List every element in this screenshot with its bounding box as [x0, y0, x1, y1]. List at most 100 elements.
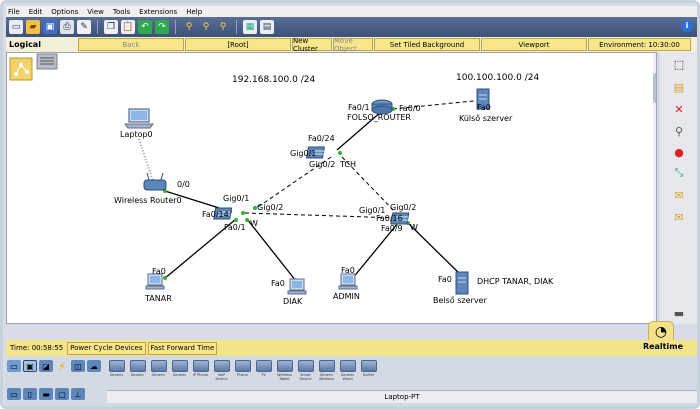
select-icon[interactable]: ⬚	[673, 57, 685, 71]
logical-view-label[interactable]: Logical	[9, 40, 41, 49]
folso-router-device[interactable]	[371, 99, 393, 115]
device-item[interactable]: Wireless Tablet	[275, 360, 294, 386]
open-icon[interactable]: ▰	[26, 20, 40, 34]
laptop-device[interactable]	[124, 108, 154, 129]
device-item[interactable]: Sniffer	[359, 360, 378, 386]
port-label: Fa0/0	[399, 104, 421, 113]
device-type-panel: ▭ ▣ ◪ ⚡ ◫ ☁ ▭ ▯ ▬ ▢ ⊥ Generic Generic Ge…	[6, 356, 697, 406]
back-button[interactable]: Back	[78, 38, 184, 51]
palette-icon[interactable]: ▦	[243, 20, 257, 34]
wireless-router-device[interactable]	[143, 172, 167, 191]
power-cycle-devices-button[interactable]: Power Cycle Devices	[67, 341, 146, 355]
link-mid-left	[254, 156, 332, 210]
add-simple-pdu-icon[interactable]: ✉	[674, 188, 684, 202]
device-item[interactable]: Generic	[107, 360, 126, 386]
menu-edit[interactable]: Edit	[28, 7, 43, 16]
switch-left-label: W	[250, 219, 258, 228]
print-icon[interactable]: ⎙	[60, 20, 74, 34]
note-icon[interactable]: ▤	[673, 80, 685, 94]
kulso-szerver-device[interactable]	[476, 88, 490, 110]
tower-icon[interactable]: ⊥	[71, 388, 85, 400]
navigation-icon[interactable]	[9, 53, 58, 81]
port-label: Fa0/1	[224, 223, 246, 232]
custom-device-icon[interactable]: ▤	[260, 20, 274, 34]
laptop-label: Laptop0	[120, 130, 153, 139]
device-item[interactable]: Smart Device	[296, 360, 315, 386]
multiuser-icon[interactable]: ☁	[87, 360, 101, 372]
environment-button[interactable]: Environment: 10:30:00	[588, 38, 691, 51]
device-item[interactable]: Generic Wireless	[317, 360, 336, 386]
components-icon[interactable]: ◪	[39, 360, 53, 372]
network-label-left: 192.168.100.0 /24	[232, 75, 315, 85]
realtime-clock-icon[interactable]: ◔	[648, 321, 674, 343]
paste-icon[interactable]: 📋	[121, 20, 135, 34]
kulso-szerver-label: Külső szerver	[459, 114, 513, 123]
root-button[interactable]: [Root]	[185, 38, 291, 51]
redo-icon[interactable]: ↷	[155, 20, 169, 34]
undo-icon[interactable]: ↶	[138, 20, 152, 34]
port-label: Fa0/1	[348, 103, 370, 112]
switch-mid-device[interactable]	[305, 146, 326, 159]
new-icon[interactable]: ▭	[9, 20, 23, 34]
inspect-icon[interactable]: ⚲	[674, 124, 684, 138]
device-item[interactable]: VoIP Device	[212, 360, 231, 386]
device-item[interactable]: Generic Wired	[338, 360, 357, 386]
menu-extensions[interactable]: Extensions	[139, 7, 178, 16]
device-item[interactable]: TV	[254, 360, 273, 386]
menu-file[interactable]: File	[8, 7, 20, 16]
port-status-dots	[163, 99, 483, 282]
tanar-pc-device[interactable]	[145, 273, 165, 290]
port-label: Fa0/24	[308, 134, 335, 143]
logical-nav-bar: Logical Back [Root] New Cluster Move Obj…	[6, 37, 697, 53]
device-item[interactable]: Phone	[233, 360, 252, 386]
device-item-list: Generic Generic Generic Generic IP Phone…	[107, 360, 407, 386]
scroll-down-icon[interactable]: ▬	[673, 306, 685, 320]
topology-canvas: 192.168.100.0 /24 100.100.100.0 /24 Lapt…	[9, 53, 554, 306]
logical-workspace[interactable]: 192.168.100.0 /24 100.100.100.0 /24 Lapt…	[6, 52, 657, 324]
connections-icon[interactable]: ⚡	[58, 359, 66, 373]
copy-icon[interactable]: ❐	[104, 20, 118, 34]
link-router-server	[392, 99, 484, 110]
misc-icon[interactable]: ◫	[71, 360, 85, 372]
resize-icon[interactable]: ⤡	[674, 166, 684, 179]
device-item[interactable]: Generic	[170, 360, 189, 386]
pc-icon[interactable]: ▭	[7, 388, 21, 400]
fast-forward-time-button[interactable]: Fast Forward Time	[147, 341, 218, 355]
diak-pc-device[interactable]	[287, 278, 307, 295]
network-devices-icon[interactable]: ▭	[7, 360, 21, 372]
zoom-in-icon[interactable]: ⚲	[185, 22, 193, 32]
device-item[interactable]: IP Phone	[191, 360, 210, 386]
port-label: Gig0/1	[359, 206, 385, 215]
phone-icon[interactable]: ▬	[39, 388, 53, 400]
menu-tools[interactable]: Tools	[112, 7, 131, 16]
belso-szerver-device[interactable]	[455, 271, 469, 295]
port-label: Gig0/2	[257, 203, 283, 212]
draw-shape-icon[interactable]: ●	[674, 145, 684, 159]
activity-wizard-icon[interactable]: ✎	[77, 20, 91, 34]
scrollbar-thumb[interactable]	[653, 73, 656, 103]
zoom-out-icon[interactable]: ⚲	[219, 22, 227, 32]
new-cluster-button[interactable]: New Cluster	[292, 37, 332, 53]
switch-right-device[interactable]	[390, 212, 410, 225]
menu-help[interactable]: Help	[186, 7, 203, 16]
device-item[interactable]: Generic	[149, 360, 168, 386]
delete-icon[interactable]: ✕	[674, 102, 684, 116]
switch-left-device[interactable]	[213, 207, 233, 220]
add-complex-pdu-icon[interactable]: ✉	[674, 210, 684, 224]
tv-icon[interactable]: ▢	[55, 388, 69, 400]
zoom-reset-icon[interactable]: ⚲	[202, 22, 210, 32]
move-object-button[interactable]: Move Object	[333, 37, 373, 53]
viewport-button[interactable]: Viewport	[481, 38, 587, 51]
port-label: Gig0/2	[309, 160, 335, 169]
end-devices-icon[interactable]: ▣	[23, 360, 37, 372]
save-icon[interactable]: ▣	[43, 20, 57, 34]
admin-pc-device[interactable]	[338, 273, 358, 290]
set-tiled-background-button[interactable]: Set Tiled Background	[374, 38, 480, 51]
device-item[interactable]: Generic	[128, 360, 147, 386]
menu-options[interactable]: Options	[51, 7, 79, 16]
server-icon[interactable]: ▯	[23, 388, 37, 400]
menu-view[interactable]: View	[87, 7, 104, 16]
vertical-scrollbar[interactable]	[653, 53, 656, 323]
realtime-mode-label[interactable]: Realtime	[642, 342, 683, 351]
info-icon[interactable]: i	[681, 20, 693, 32]
